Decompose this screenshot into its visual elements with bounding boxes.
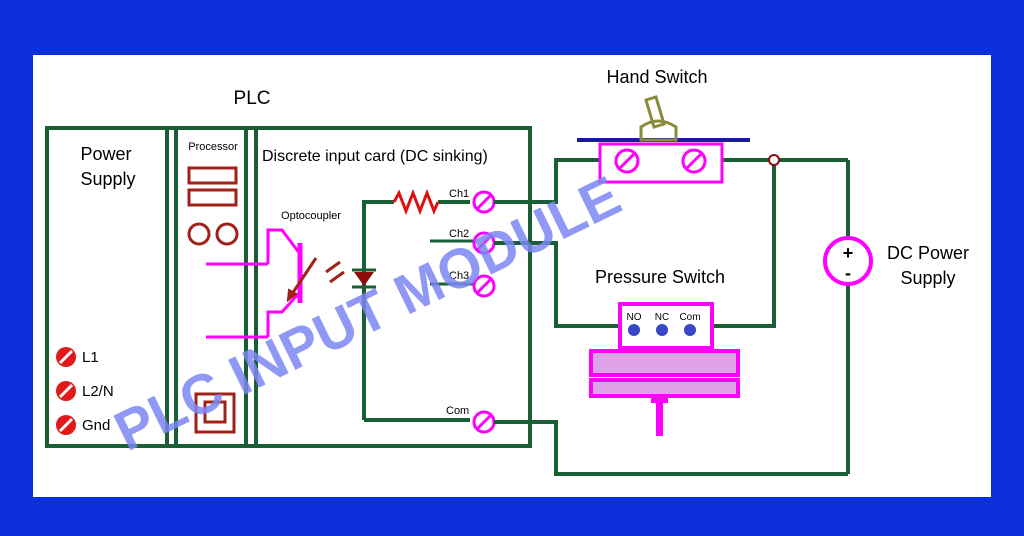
pressure-switch-no-label: NO: [627, 312, 642, 323]
ch3-terminal-icon: [472, 274, 496, 298]
ch1-terminal-icon: [472, 190, 496, 214]
terminal-l2-label: L2/N: [82, 383, 114, 400]
dc-supply-icon: [823, 236, 873, 286]
power-terminals: [56, 347, 76, 435]
terminal-gnd-label: Gnd: [82, 417, 110, 434]
optocoupler-label: Optocoupler: [281, 210, 341, 222]
hand-switch-terminal-right-icon: [681, 148, 707, 174]
pressure-switch-com-label: Com: [679, 312, 700, 323]
hand-switch-label: Hand Switch: [606, 67, 707, 87]
watermark-text: PLC INPUT MODULE: [105, 163, 630, 462]
processor-label: Processor: [188, 141, 238, 153]
channel-lines: [430, 239, 476, 286]
optocoupler: [206, 228, 345, 339]
power-supply-label-1: Power: [80, 144, 131, 164]
plc-title: PLC: [234, 88, 271, 109]
led-icon: [352, 268, 376, 289]
hand-switch-terminal-left-icon: [614, 148, 640, 174]
com-terminal-icon: [472, 410, 496, 434]
terminal-l2-icon: [56, 381, 76, 401]
input-card-label: Discrete input card (DC sinking): [262, 148, 488, 165]
ch2-label: Ch2: [449, 228, 469, 240]
terminal-l1-icon: [56, 347, 76, 367]
ch3-label: Ch3: [449, 270, 469, 282]
external-wiring: [494, 158, 850, 476]
dc-supply-minus: -: [845, 263, 851, 283]
ch1-label: Ch1: [449, 188, 469, 200]
com-label: Com: [446, 405, 469, 417]
hand-switch: [577, 95, 780, 184]
processor-module: [187, 166, 239, 434]
pressure-switch-nc-label: NC: [655, 312, 669, 323]
power-supply-label-2: Supply: [80, 169, 135, 189]
card-wiring: [362, 200, 470, 422]
pressure-switch: [589, 302, 740, 436]
ethernet-port-icon: [194, 392, 236, 434]
terminal-l1-label: L1: [82, 349, 99, 366]
dc-supply-label-2: Supply: [900, 268, 955, 288]
dc-supply-plus: +: [843, 243, 854, 263]
dc-supply-label-1: DC Power: [887, 243, 969, 263]
resistor-icon: [392, 188, 440, 216]
terminal-gnd-icon: [56, 415, 76, 435]
pressure-switch-label: Pressure Switch: [595, 267, 725, 287]
plc-housing: [45, 126, 532, 448]
